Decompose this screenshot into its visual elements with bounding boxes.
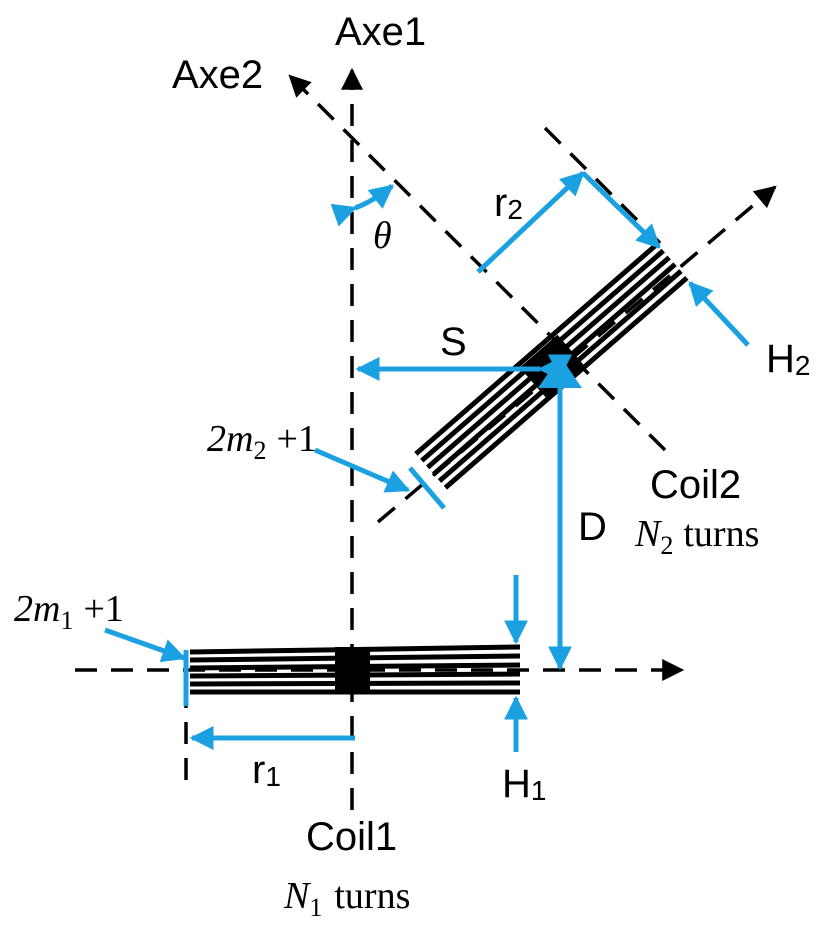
- coil2-layers-pointer: [314, 447, 411, 493]
- r2-label: r2: [494, 181, 523, 225]
- theta-label: θ: [373, 215, 392, 257]
- axe1-label: Axe1: [335, 10, 426, 54]
- r2-leader-line: [476, 171, 585, 274]
- coil1-layers-pointer: [104, 627, 187, 663]
- r2-reference-line: [543, 126, 662, 245]
- axes: [75, 67, 777, 810]
- h2-label: H2: [766, 337, 810, 381]
- axe2-label: Axe2: [172, 53, 263, 97]
- s-label: S: [440, 320, 467, 364]
- coil1-layers-label: 2m1+1: [14, 588, 124, 635]
- coil2-winding: [414, 242, 689, 490]
- coil1-name: Coil1: [306, 815, 397, 859]
- r2-arrow: [581, 171, 661, 249]
- r1-label: r1: [252, 748, 281, 792]
- coil2-name: Coil2: [650, 463, 741, 507]
- coil2-turn: [414, 242, 660, 456]
- dimensions: [104, 171, 750, 752]
- axe2-line: [288, 74, 667, 452]
- coil2-layers-label: 2m2+1: [207, 418, 317, 465]
- h1-label: H1: [502, 762, 546, 806]
- coil2-layer-tick: [408, 466, 446, 510]
- coil2-center-marker: [538, 356, 582, 388]
- d-label: D: [578, 505, 607, 549]
- coil1-winding: [189, 644, 521, 695]
- theta-arc: [330, 184, 394, 227]
- h2-arrow: [688, 281, 750, 347]
